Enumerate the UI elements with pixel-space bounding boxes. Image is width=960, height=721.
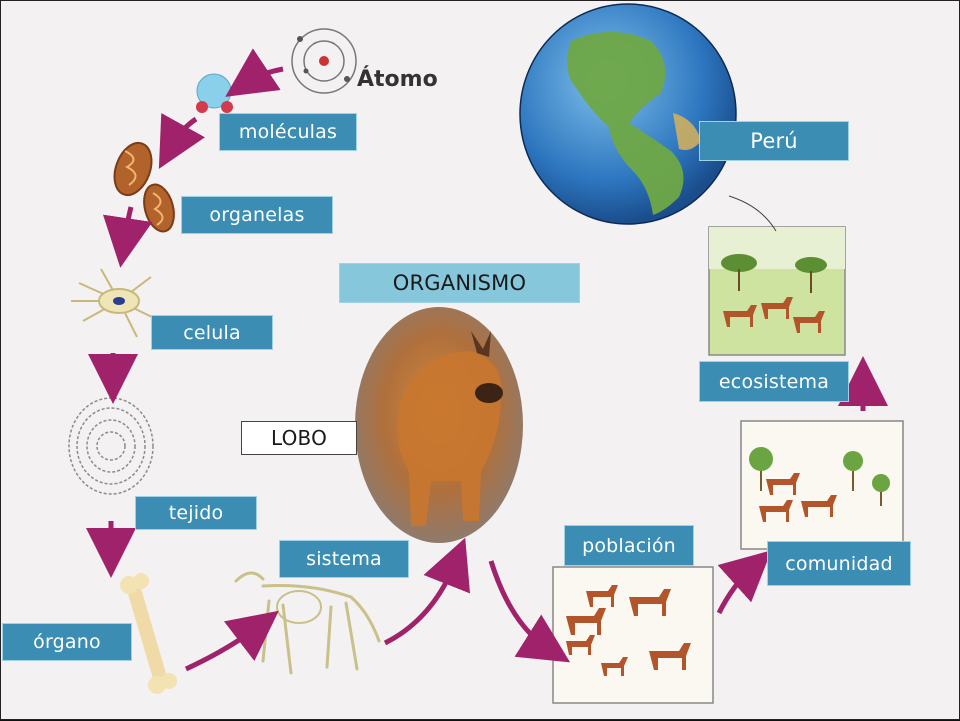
wolf-illustration (355, 307, 523, 543)
label-sistema: sistema (279, 540, 409, 578)
label-poblacion: población (564, 525, 694, 566)
label-organo: órgano (2, 623, 132, 661)
label-comunidad: comunidad (767, 541, 911, 586)
organelle-illustration (113, 141, 175, 233)
label-ecosistema: ecosistema (699, 361, 849, 402)
label-lobo: LOBO (241, 421, 357, 455)
atom-label: Átomo (357, 67, 438, 92)
label-celula: celula (151, 315, 273, 350)
label-tejido: tejido (135, 496, 257, 530)
atom-illustration (291, 28, 357, 94)
label-organismo: ORGANISMO (339, 263, 580, 303)
ecosystem-illustration (708, 226, 846, 356)
label-peru: Perú (699, 121, 849, 161)
label-moleculas: moléculas (219, 113, 357, 151)
bone-illustration (120, 573, 177, 694)
cell-illustration (71, 268, 157, 338)
community-illustration (740, 420, 904, 550)
globe-illustration (519, 3, 777, 232)
population-illustration (552, 566, 714, 704)
flow-arrows (86, 48, 888, 672)
tissue-illustration (68, 397, 154, 495)
molecule-illustration (196, 73, 233, 113)
skeleton-illustration (234, 571, 381, 675)
label-organelas: organelas (181, 196, 333, 234)
